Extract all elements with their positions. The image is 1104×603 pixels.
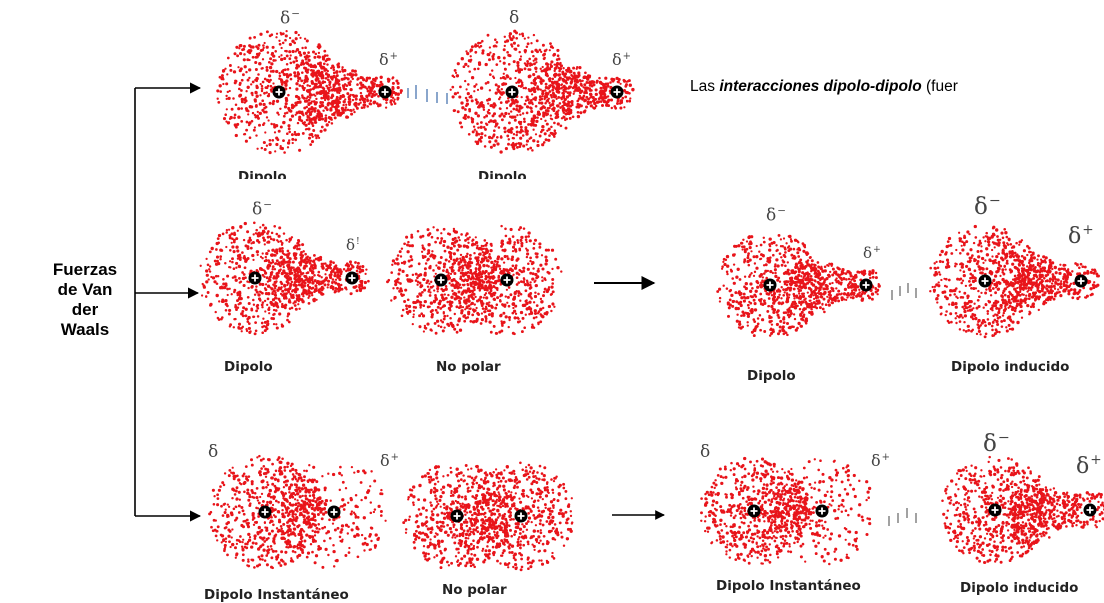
caption-no-polar: No polar xyxy=(442,582,507,598)
caption-dipolo-instantaneo: Dipolo Instantáneo xyxy=(204,587,349,603)
caption-dipolo: Dipolo xyxy=(478,169,527,179)
circled-plus-icon xyxy=(378,85,392,99)
circled-plus-icon xyxy=(859,278,873,292)
caption-no-polar: No polar xyxy=(436,359,501,375)
molecule-nonpolar xyxy=(386,224,563,336)
caption-clip: Dipolo xyxy=(238,169,318,179)
partial-negative-symbol: δ− xyxy=(974,193,1001,220)
circled-plus-icon xyxy=(505,85,519,99)
molecule-dipole xyxy=(216,29,403,155)
partial-negative-symbol: δ− xyxy=(252,199,273,220)
circled-plus-icon xyxy=(1074,274,1088,288)
partial-positive-symbol: δ+ xyxy=(612,50,631,69)
circled-plus-icon xyxy=(248,271,262,285)
molecules xyxy=(199,29,1104,572)
molecule-instantaneous-dipole xyxy=(700,456,872,566)
caption-dipolo: Dipolo xyxy=(224,359,273,375)
caption-dipolo: Dipolo xyxy=(238,169,287,179)
partial-positive-symbol: δ+ xyxy=(1076,452,1102,479)
circled-plus-icon xyxy=(258,505,272,519)
molecule-nonpolar xyxy=(402,461,574,572)
intro-text: Las interacciones dipolo-dipolo (fuer xyxy=(690,78,958,95)
title-line: de Van xyxy=(57,280,113,299)
interaction-lines-row2 xyxy=(891,283,917,300)
main-title: Fuerzas de Van der Waals xyxy=(30,260,140,340)
partial-delta-symbol: δ xyxy=(700,442,711,462)
caption-dipolo-inducido: Dipolo inducido xyxy=(960,580,1079,596)
partial-negative-symbol: δ− xyxy=(983,430,1010,457)
caption-clip: Dipolo xyxy=(478,169,558,179)
title-line: Fuerzas xyxy=(52,260,118,279)
partial-positive-symbol: δ+ xyxy=(1068,222,1094,249)
partial-positive-symbol: δ+ xyxy=(863,244,881,263)
circled-plus-icon xyxy=(514,509,528,523)
title-line: Waals xyxy=(60,320,110,339)
circled-plus-icon xyxy=(815,504,829,518)
molecule-dipole xyxy=(449,29,635,154)
molecule-induced-dipole xyxy=(929,224,1100,339)
circled-plus-icon xyxy=(988,503,1002,517)
circled-plus-icon xyxy=(747,504,761,518)
interaction-lines-row1 xyxy=(407,85,448,104)
circled-plus-icon xyxy=(272,85,286,99)
circled-plus-icon xyxy=(345,271,359,285)
circled-plus-icon xyxy=(434,273,448,287)
partial-negative-symbol: δ− xyxy=(280,8,301,29)
intro-emphasis: interacciones dipolo-dipolo xyxy=(719,78,922,95)
molecule-dipole xyxy=(716,233,881,338)
circled-plus-icon xyxy=(450,509,464,523)
partial-delta-symbol: δ xyxy=(208,442,219,462)
partial-delta-symbol: δ xyxy=(509,8,520,28)
circled-plus-icon xyxy=(1083,503,1097,517)
caption-dipolo: Dipolo xyxy=(747,368,796,384)
partial-positive-symbol: δ+ xyxy=(379,50,398,69)
circled-plus-icon xyxy=(763,278,777,292)
circled-plus-icon xyxy=(610,85,624,99)
caption-dipolo-instantaneo: Dipolo Instantáneo xyxy=(716,578,861,594)
partial-positive-symbol: δ+ xyxy=(871,451,890,470)
molecule-dipole xyxy=(199,221,370,336)
caption-dipolo-inducido: Dipolo inducido xyxy=(951,359,1070,375)
partial-positive-symbol: δ! xyxy=(346,236,360,255)
circled-plus-icon xyxy=(327,505,341,519)
interaction-lines-row3 xyxy=(888,508,917,526)
circled-plus-icon xyxy=(500,273,514,287)
molecule-instantaneous-dipole xyxy=(208,454,387,570)
bracket xyxy=(134,82,202,522)
partial-negative-symbol: δ− xyxy=(766,205,787,226)
circled-plus-icon xyxy=(978,274,992,288)
title-line: der xyxy=(71,300,99,319)
partial-positive-symbol: δ+ xyxy=(380,451,399,470)
molecule-induced-dipole xyxy=(941,455,1104,564)
